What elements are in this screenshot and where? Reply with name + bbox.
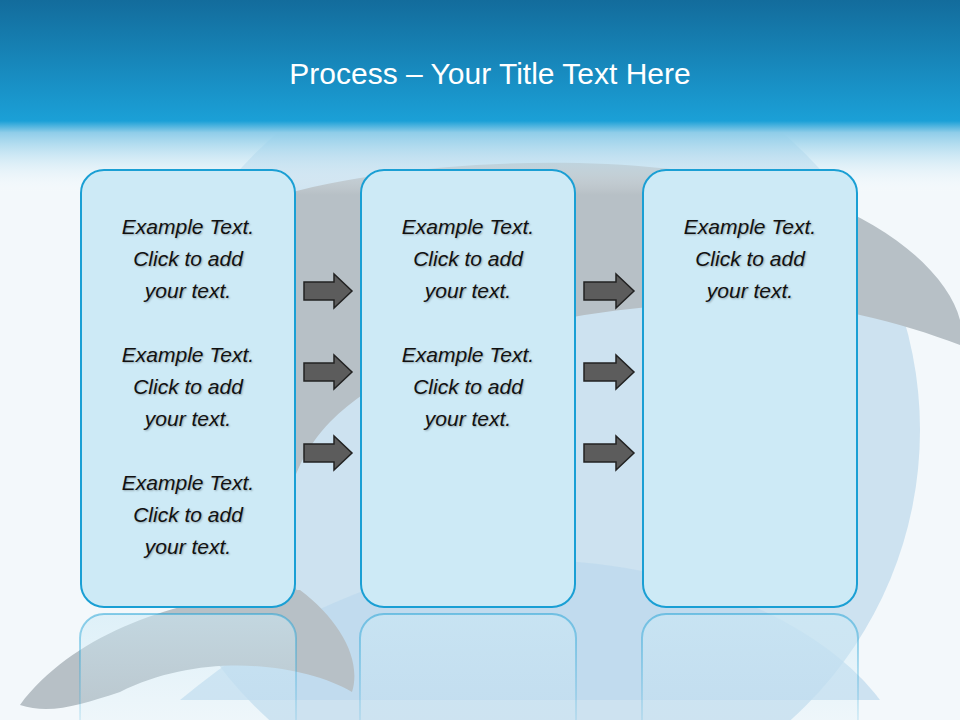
block-arrow	[584, 274, 634, 308]
box-reflection	[80, 614, 296, 720]
example-text: Example Text. Click to add your text.	[390, 211, 546, 307]
process-box: Example Text. Click to add your text. Exa…	[360, 169, 576, 608]
header-band	[0, 0, 960, 195]
process-box: Example Text. Click to add your text.	[642, 169, 858, 608]
example-text: Example Text. Click to add your text.	[390, 339, 546, 435]
example-text: Example Text. Click to add your text.	[110, 467, 266, 563]
block-arrow	[304, 274, 352, 308]
slide-title: Process – Your Title Text Here	[0, 52, 960, 96]
block-arrow	[584, 355, 634, 389]
box-reflection	[360, 614, 576, 720]
process-box: Example Text. Click to add your text. Exa…	[80, 169, 296, 608]
block-arrow	[584, 436, 634, 470]
example-text: Example Text. Click to add your text.	[110, 211, 266, 307]
example-text: Example Text. Click to add your text.	[110, 339, 266, 435]
box-reflection	[642, 614, 858, 720]
block-arrow	[304, 355, 352, 389]
block-arrow	[304, 436, 352, 470]
example-text: Example Text. Click to add your text.	[672, 211, 828, 307]
